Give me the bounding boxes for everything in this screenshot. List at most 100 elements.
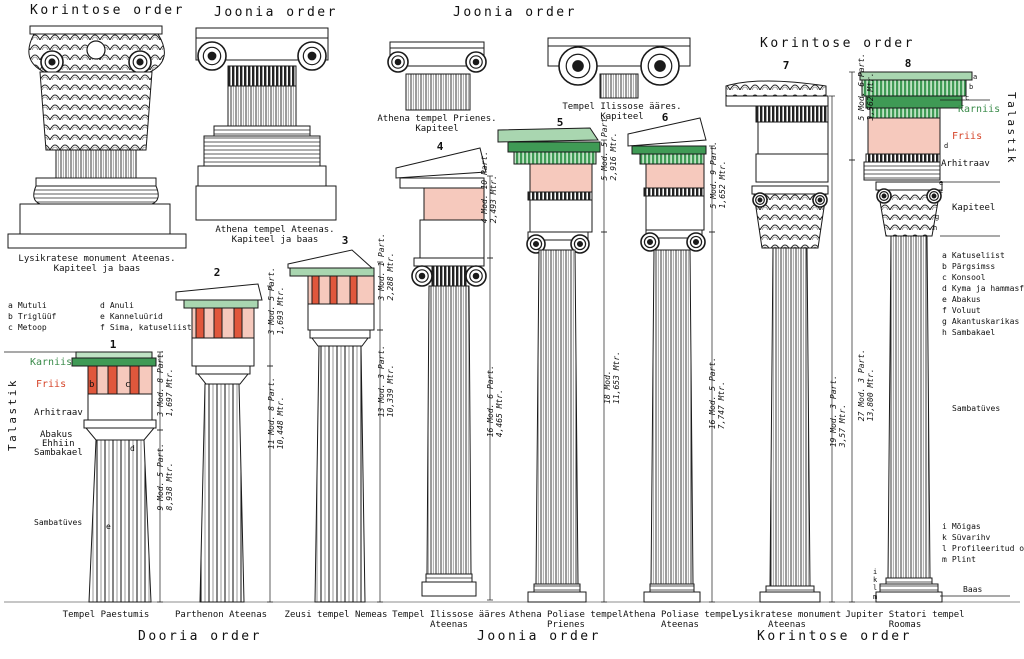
col1-frieze	[87, 365, 153, 395]
measurement-meters: 2,493 Mtr.	[489, 175, 498, 224]
col7-torus	[765, 585, 815, 593]
letter-i-right: i	[873, 568, 878, 576]
legend-letter: k	[942, 533, 947, 542]
col2-architrave	[191, 337, 255, 367]
measurement-modules: 13 Mod. 3 Part.	[377, 345, 386, 418]
col6-volute-left	[643, 235, 657, 249]
legend-letter: l	[942, 544, 947, 553]
col5-architrave	[529, 199, 593, 233]
col8-volute-left	[881, 193, 887, 199]
legend-letter: m	[942, 555, 947, 564]
label-karniis-right: Karniis	[958, 104, 1001, 115]
col8-volute-left	[879, 191, 889, 201]
letter-e-left: e	[106, 522, 111, 531]
measurement-modules: 27 Mod. 3 Part.	[857, 349, 866, 422]
col6-base	[643, 591, 701, 603]
measurement-meters: 4,465 Mtr.	[495, 389, 504, 438]
caption-column-1: Tempel Paestumis	[62, 610, 150, 620]
measurement-modules: 16 Mod. 5 Part.	[708, 357, 717, 430]
label-arhitraav-left: Arhitraav	[34, 408, 83, 418]
lysikrates-volute-left	[48, 58, 56, 66]
lysikrates-plinth	[19, 203, 171, 235]
title-joonia-bottom: Joonia order	[477, 629, 601, 644]
legend-letter: i	[942, 522, 947, 531]
measurement-meters: 13,800 Mtr.	[866, 368, 875, 422]
col5-dentils	[513, 151, 597, 165]
legend-text: Voluut	[951, 306, 981, 315]
athena-prienes-volute-right	[472, 58, 480, 66]
athena-ateenas-torus	[213, 125, 311, 137]
measurement-meters: 1,697 Mtr.	[165, 368, 174, 417]
col3-triglyph	[349, 275, 358, 305]
col8-scotia	[879, 583, 939, 593]
measurement-modules: 18 Mod.	[603, 370, 612, 404]
legend-letter: h	[942, 328, 947, 337]
col1-cornice	[71, 357, 157, 367]
measurement-label: 27 Mod. 3 Part.13,800 Mtr.	[857, 349, 875, 421]
legend-letter: b	[8, 312, 13, 321]
caption-column-4-line1: Tempel Ilissose ääres	[392, 610, 506, 620]
col3-shaft	[314, 345, 366, 603]
measurement-meters: 1,693 Mtr.	[276, 286, 285, 335]
label-sambatuves-right: Sambatüves	[952, 404, 1001, 413]
measurement-modules: 3 Mod. 8 Part.	[156, 349, 165, 417]
col8-volute-right	[931, 193, 937, 199]
col6-moulding	[643, 187, 705, 197]
col5-moulding	[527, 191, 593, 201]
legend-text: Triglüüf	[17, 312, 57, 321]
col4-volute-left	[418, 272, 426, 280]
col8-dentils	[869, 107, 941, 119]
col7-base	[759, 591, 821, 603]
col6-volute-right	[692, 238, 700, 246]
col8-modillions	[865, 95, 963, 109]
measurement-meters: 2,916 Mtr.	[609, 132, 618, 181]
col2-triglyph	[233, 307, 243, 339]
athena-ateenas-volute-right	[307, 51, 317, 61]
col6-shaft	[650, 249, 694, 585]
label-friis-left: Friis	[36, 379, 67, 390]
col8-sima	[859, 71, 973, 81]
col8-torus	[885, 577, 933, 585]
lysikrates-volute-right	[136, 58, 144, 66]
athena-ateenas-abacus	[195, 27, 329, 39]
caption-column-5-line1: Athena Poliase tempel	[509, 610, 623, 620]
measurement-label: 16 Mod. 5 Part.7,747 Mtr.	[708, 357, 726, 429]
legend-text: Akantuskarikas	[951, 317, 1020, 326]
legend-text: Kyma ja hammasfriis	[951, 284, 1024, 293]
caption-column-8-line2: Roomas	[888, 620, 922, 630]
col6-dentils	[639, 153, 705, 165]
col4-shaft	[426, 285, 472, 575]
athena-ateenas-echinus	[195, 37, 329, 61]
col4-base	[421, 581, 477, 597]
col3-triglyph	[329, 275, 338, 305]
col8-frieze	[867, 117, 941, 155]
measurement-modules: 19 Mod. 3 Part.	[829, 375, 838, 448]
athena-ateenas-step	[195, 185, 337, 221]
column-number-8: 8	[904, 57, 912, 70]
legend-text: Katuseliist	[951, 251, 1005, 260]
col5-cornice	[507, 141, 601, 153]
col5-volute-left	[529, 237, 543, 251]
legend-text: Metoop	[17, 323, 47, 332]
col6-torus	[649, 583, 695, 593]
athena-ateenas-shaft	[227, 85, 297, 127]
letter-l-right: l	[873, 584, 878, 592]
col5-sima	[497, 127, 599, 143]
measurement-meters: 10,339 Mtr.	[386, 364, 395, 418]
athena-prienes-volute-left	[391, 55, 405, 69]
legend-letter: b	[942, 262, 947, 271]
col8-architrave	[863, 161, 941, 181]
athena-ateenas-base	[203, 135, 321, 167]
col5-frieze	[529, 163, 593, 193]
col8-shaft	[887, 235, 931, 579]
col6-pediment	[627, 117, 707, 147]
lysikrates-volute-left	[44, 54, 60, 70]
col8-moulding	[865, 153, 941, 163]
